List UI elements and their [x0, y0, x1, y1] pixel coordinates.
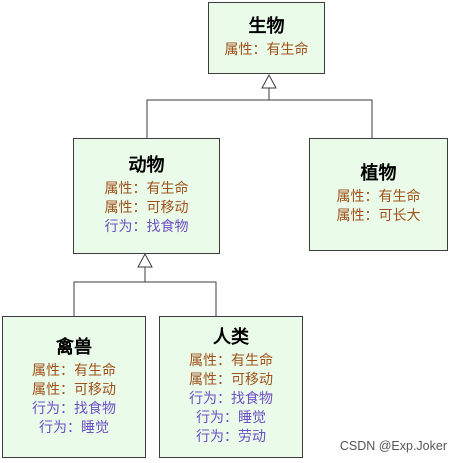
edge-beast-to-animal — [73, 281, 145, 316]
node-human: 人类 属性：有生命 属性：可移动 行为：找食物 行为：睡觉 行为：劳动 — [159, 316, 303, 458]
node-behavior: 行为：睡觉 — [196, 410, 266, 426]
node-attribute: 属性：可长大 — [336, 208, 421, 224]
node-title: 人类 — [213, 327, 249, 348]
node-beast: 禽兽 属性：有生命 属性：可移动 行为：找食物 行为：睡觉 — [2, 316, 146, 458]
node-title: 生物 — [248, 16, 285, 37]
node-plant: 植物 属性：有生命 属性：可长大 — [309, 138, 448, 251]
node-behavior: 行为：找食物 — [104, 219, 189, 235]
node-attribute: 属性：可移动 — [189, 372, 273, 388]
watermark: CSDN @Exp.Joker — [339, 439, 447, 453]
node-behavior: 行为：找食物 — [189, 391, 273, 407]
node-attribute: 属性：可移动 — [104, 200, 189, 216]
node-attribute: 属性：有生命 — [189, 353, 273, 369]
inheritance-arrow-animal — [137, 252, 153, 268]
node-attribute: 属性：有生命 — [104, 181, 189, 197]
edge-animal-to-organism — [146, 99, 269, 138]
node-organism: 生物 属性：有生命 — [208, 2, 325, 74]
node-attribute: 属性：可移动 — [32, 381, 116, 398]
edge-plant-to-organism — [269, 99, 373, 138]
node-behavior: 行为：睡觉 — [39, 419, 109, 436]
inheritance-arrow-organism — [261, 73, 277, 89]
node-behavior: 行为：劳动 — [196, 429, 266, 445]
node-attribute: 属性：有生命 — [224, 42, 309, 58]
node-attribute: 属性：有生命 — [336, 189, 421, 205]
node-animal: 动物 属性：有生命 属性：可移动 行为：找食物 — [73, 138, 220, 254]
node-behavior: 行为：找食物 — [32, 400, 116, 417]
node-title: 植物 — [360, 163, 397, 184]
edge-human-to-animal — [145, 281, 217, 316]
node-title: 禽兽 — [56, 336, 92, 358]
node-title: 动物 — [128, 155, 165, 176]
node-attribute: 属性：有生命 — [32, 362, 116, 379]
